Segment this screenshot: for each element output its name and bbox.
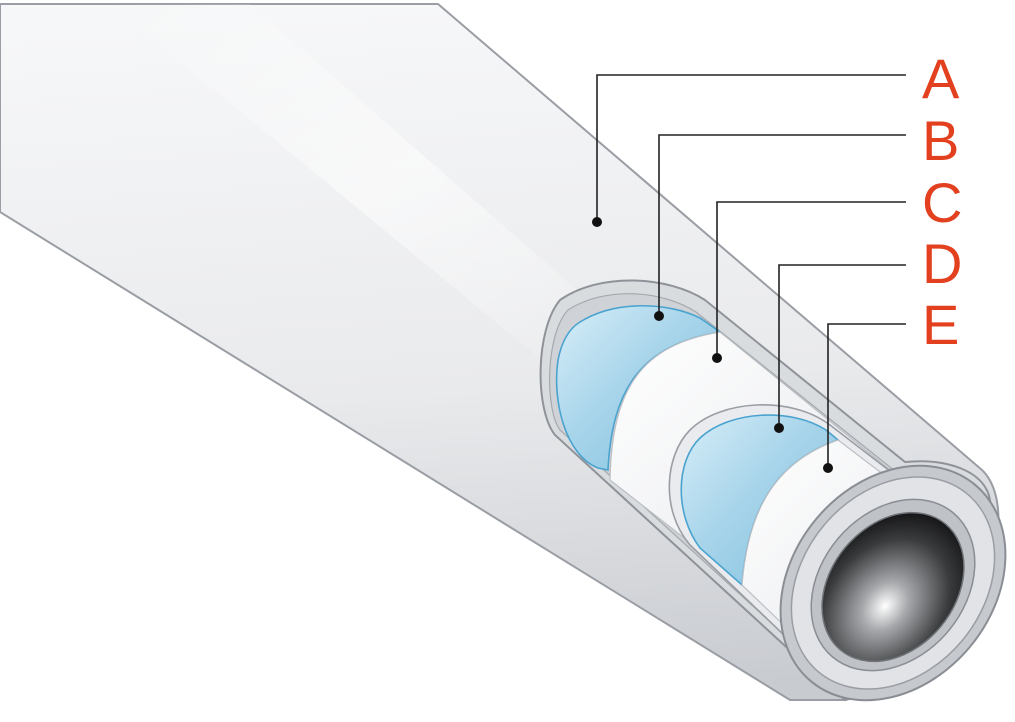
layer-b-band — [555, 304, 723, 471]
label-a: A — [922, 47, 960, 110]
label-e: E — [922, 293, 959, 356]
label-d: D — [922, 232, 962, 295]
leader-line-d — [778, 264, 906, 428]
label-b: B — [922, 109, 959, 172]
label-c: C — [922, 171, 962, 234]
leader-line-c — [716, 201, 906, 358]
pipe-bore — [821, 511, 965, 663]
leader-dot-a — [592, 217, 602, 227]
pipe-end — [779, 464, 1007, 702]
leader-line-e — [827, 323, 906, 468]
leader-dot-b — [654, 311, 664, 321]
leader-dot-d — [774, 423, 784, 433]
outer-pipe-highlight — [110, 4, 640, 375]
leader-dot-e — [823, 463, 833, 473]
leader-dot-c — [712, 353, 722, 363]
leader-lines — [596, 74, 906, 468]
leader-dots — [592, 217, 833, 473]
leader-line-b — [658, 134, 906, 316]
callout-labels: A B C D E — [922, 47, 962, 356]
leader-line-a — [596, 74, 906, 222]
